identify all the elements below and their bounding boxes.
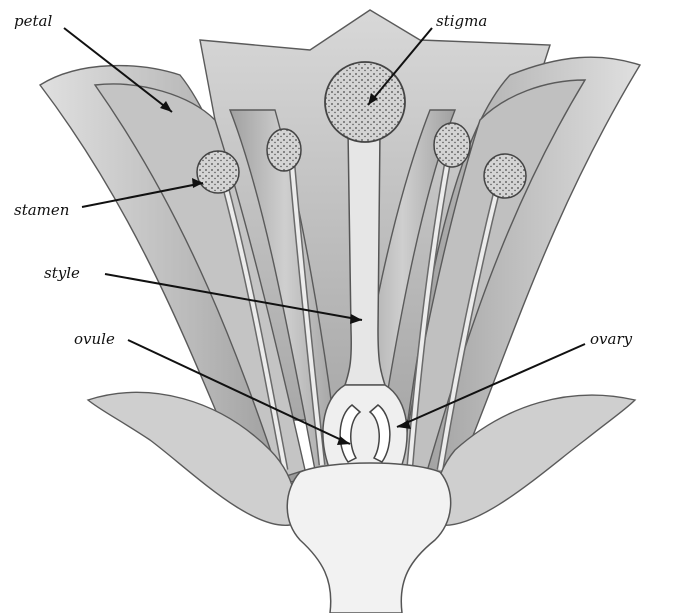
ovary-shape — [323, 385, 407, 470]
anther-1 — [197, 151, 239, 193]
receptacle — [287, 463, 450, 613]
label-stamen: stamen — [14, 201, 69, 219]
label-petal: petal — [14, 12, 52, 30]
anther-3 — [434, 123, 470, 167]
label-ovule: ovule — [74, 330, 115, 348]
label-ovary: ovary — [590, 330, 633, 348]
label-style: style — [44, 264, 80, 282]
style-shape — [345, 130, 385, 385]
label-stigma: stigma — [436, 12, 487, 30]
anther-4 — [484, 154, 526, 198]
anther-2 — [267, 129, 301, 171]
